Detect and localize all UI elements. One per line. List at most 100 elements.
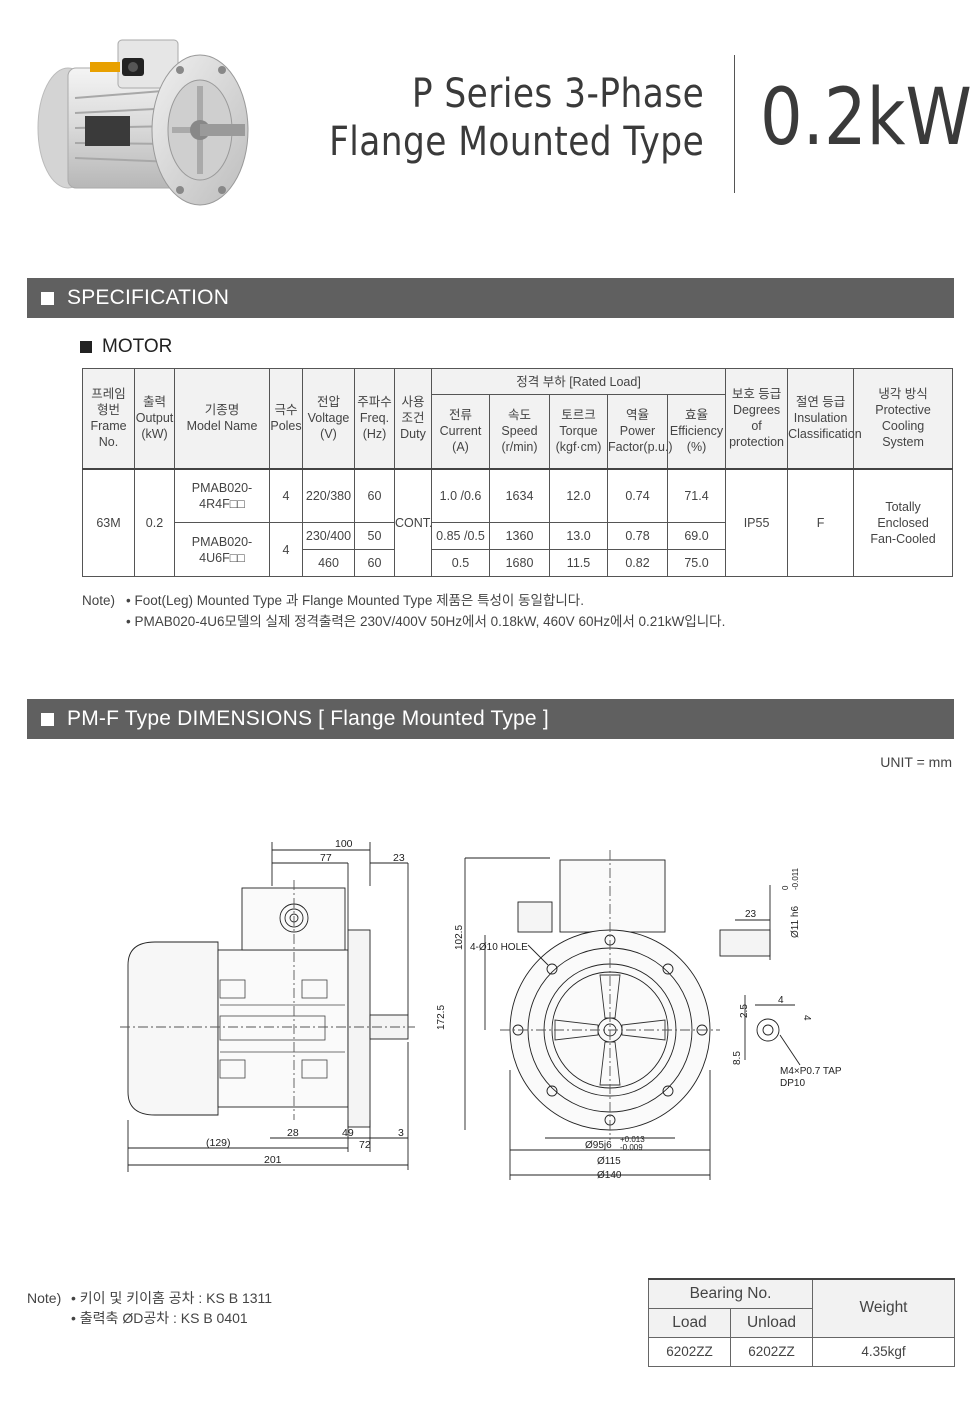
motor-subheading: MOTOR bbox=[80, 336, 172, 358]
load-value: 6202ZZ bbox=[648, 1336, 731, 1367]
dim-95-tol-dn: -0.009 bbox=[620, 1143, 643, 1152]
cell-poles: 4 bbox=[269, 522, 303, 577]
dim-key-23: 23 bbox=[745, 909, 757, 920]
cell-output: 0.2 bbox=[134, 468, 175, 577]
dim-key-4b: 4 bbox=[801, 1015, 812, 1021]
spec-notes: Note) • Foot(Leg) Mounted Type 과 Flange M… bbox=[82, 590, 725, 632]
cell-insulation: F bbox=[787, 468, 855, 577]
cell-freq: 60 bbox=[354, 468, 395, 523]
side-view bbox=[120, 842, 415, 1172]
cell-pf: 0.78 bbox=[607, 522, 668, 550]
note-label: Note) bbox=[27, 1290, 62, 1306]
specification-section-bar: SPECIFICATION bbox=[27, 278, 954, 318]
note-text: • PMAB020-4U6모델의 실제 정격출력은 230V/400V 50Hz… bbox=[126, 614, 726, 629]
dim-172-5: 172.5 bbox=[436, 1005, 447, 1030]
cell-eff: 71.4 bbox=[666, 468, 727, 523]
bearing-table: Bearing No. Weight Load Unload 6202ZZ 62… bbox=[647, 1278, 956, 1367]
cell-frame: 63M bbox=[82, 468, 135, 577]
dimensions-section-bar: PM-F Type DIMENSIONS [ Flange Mounted Ty… bbox=[27, 699, 954, 739]
load-header: Load bbox=[648, 1307, 731, 1338]
cell-voltage: 230/400 bbox=[302, 522, 355, 550]
cell-eff: 75.0 bbox=[666, 549, 727, 577]
dim-3: 3 bbox=[398, 1127, 404, 1139]
dim-shaft-tol-dn: -0.011 bbox=[791, 867, 800, 890]
page-title: P Series 3-Phase Flange Mounted Type bbox=[268, 70, 704, 166]
unload-value: 6202ZZ bbox=[729, 1336, 814, 1367]
dim-102-5: 102.5 bbox=[454, 925, 465, 950]
subsection-title: MOTOR bbox=[102, 336, 173, 357]
dim-77: 77 bbox=[320, 852, 332, 864]
cell-current: 1.0 /0.6 bbox=[431, 468, 490, 523]
motor-photo bbox=[37, 39, 249, 206]
dimension-drawing: 100 77 23 (129) 201 28 49 72 3 bbox=[120, 838, 842, 1181]
weight-value: 4.35kgf bbox=[812, 1336, 956, 1367]
bearing-title: Bearing No. bbox=[647, 1278, 814, 1309]
title-divider bbox=[734, 55, 735, 193]
bottom-notes: Note) • 키이 및 키이홈 공차 : KS B 1311 • 출력축 ØD공… bbox=[27, 1288, 272, 1328]
cell-freq: 50 bbox=[354, 522, 395, 550]
note-text: • Foot(Leg) Mounted Type 과 Flange Mounte… bbox=[126, 593, 584, 608]
dim-28: 28 bbox=[287, 1127, 299, 1139]
cell-torque: 12.0 bbox=[549, 468, 608, 523]
cell-poles: 4 bbox=[269, 468, 303, 523]
cell-model: PMAB020-4U6F□□ bbox=[174, 522, 270, 577]
dim-95-tol-up: +0.013 bbox=[620, 1135, 645, 1144]
cell-freq: 60 bbox=[354, 549, 395, 577]
cell-current: 0.85 /0.5 bbox=[431, 522, 490, 550]
dim-key-2-5: 2.5 bbox=[739, 1004, 750, 1018]
unit-label: UNIT = mm bbox=[880, 754, 952, 770]
power-rating: 0.2kW bbox=[760, 73, 972, 163]
unload-header: Unload bbox=[729, 1307, 814, 1338]
square-bullet-icon bbox=[41, 291, 54, 305]
dim-hole: 4-Ø10 HOLE bbox=[470, 942, 528, 953]
table-row: 63M 0.2 PMAB020-4R4F□□ 4 220/380 60 CONT… bbox=[82, 468, 954, 577]
title-line-2: Flange Mounted Type bbox=[328, 119, 704, 165]
section-title: PM-F Type DIMENSIONS [ Flange Mounted Ty… bbox=[67, 707, 549, 730]
dim-key-8-5: 8.5 bbox=[732, 1051, 743, 1065]
dim-shaft: Ø11 h6 bbox=[790, 906, 801, 938]
table-row: 460 60 0.5 1680 11.5 0.82 75.0 bbox=[83, 549, 953, 577]
dim-115: Ø115 bbox=[597, 1156, 621, 1167]
dim-shaft-tol-up: 0 bbox=[781, 885, 790, 890]
dim-dp: DP10 bbox=[780, 1078, 805, 1089]
cell-pf: 0.74 bbox=[607, 468, 668, 523]
dim-49: 49 bbox=[342, 1127, 354, 1139]
front-view bbox=[464, 850, 801, 1180]
cell-model: PMAB020-4R4F□□ bbox=[174, 468, 270, 523]
cell-protection: IP55 bbox=[725, 468, 789, 577]
square-bullet-icon bbox=[41, 712, 54, 726]
section-title: SPECIFICATION bbox=[67, 286, 230, 309]
dim-100: 100 bbox=[335, 838, 353, 850]
cell-voltage: 460 bbox=[302, 549, 355, 577]
note-label: Note) bbox=[82, 593, 116, 608]
dim-95: Ø95j6 bbox=[585, 1140, 612, 1151]
note-text: • 키이 및 키이홈 공차 : KS B 1311 bbox=[71, 1290, 273, 1306]
cell-torque: 11.5 bbox=[549, 549, 608, 577]
note-text: • 출력축 ØD공차 : KS B 0401 bbox=[71, 1310, 248, 1326]
cell-torque: 13.0 bbox=[549, 522, 608, 550]
dim-129: (129) bbox=[206, 1137, 231, 1149]
dim-key-4a: 4 bbox=[778, 995, 784, 1006]
cell-eff: 69.0 bbox=[666, 522, 727, 550]
col-rated-load: 정격 부하 [Rated Load] bbox=[430, 368, 727, 395]
cell-speed: 1360 bbox=[489, 522, 550, 550]
square-bullet-icon bbox=[80, 341, 92, 353]
cell-speed: 1680 bbox=[489, 549, 550, 577]
